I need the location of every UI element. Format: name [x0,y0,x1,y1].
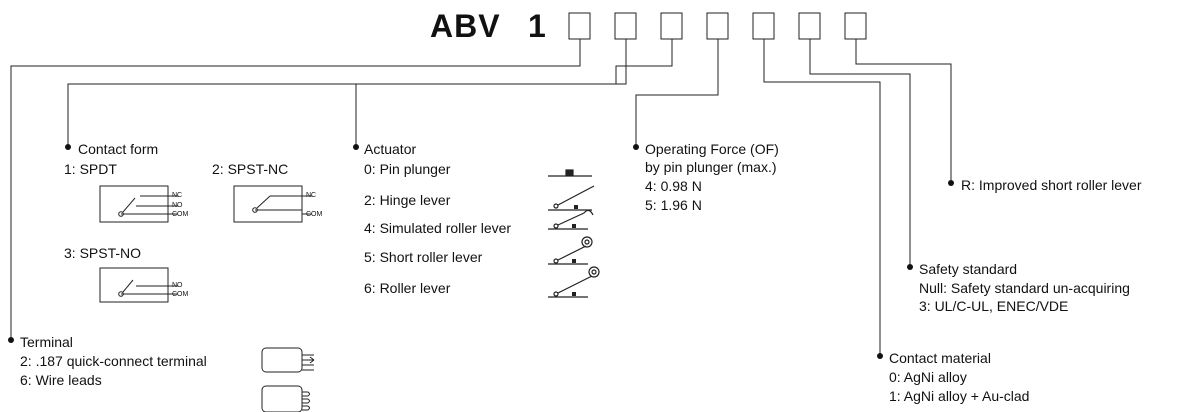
safety-standard-option-3: 3: UL/C-UL, ENEC/VDE [919,298,1069,314]
roller-option-r: R: Improved short roller lever [961,177,1142,193]
spdt-nc-label: NC [172,192,183,199]
wire-leads-icon [261,385,310,412]
simulated-roller-lever-icon [548,209,594,230]
hinge-lever-icon [548,185,595,211]
code-box-4 [706,12,729,40]
pin-plunger-icon [548,169,592,177]
safety-standard-title: Safety standard [919,261,1018,277]
roller-lever-icon [548,266,600,298]
safety-standard-option-null: Null: Safety standard un-acquiring [919,280,1130,296]
model-series: 1 [528,8,546,44]
operating-force-title: Operating Force (OF) [645,141,779,157]
spdt-com-label: COM [172,211,189,218]
code-box-6 [798,12,821,40]
leader-safety-standard [809,39,911,267]
leader-operating-force [635,39,719,147]
operating-force-option-5: 5: 1.96 N [645,197,702,213]
code-box-3 [660,12,683,40]
short-roller-lever-icon [548,236,593,265]
model-prefix: ABV [430,8,501,44]
contact-form-option-1: 1: SPDT [64,161,117,177]
leader-terminal [10,39,581,340]
leader-actuator [355,39,673,147]
actuator-option-5: 5: Short roller lever [364,249,483,265]
bullet-operating-force [633,144,639,150]
quick-connect-terminal-icon [261,347,315,373]
leader-roller [855,39,952,183]
spst-nc-nc-label: NC [306,192,317,199]
actuator-title: Actuator [364,141,417,157]
bullet-terminal [8,337,14,343]
bullet-contact-form [65,144,71,150]
operating-force-subtitle: by pin plunger (max.) [645,159,777,175]
code-box-2 [614,12,637,40]
terminal-option-2: 2: .187 quick-connect terminal [20,353,207,369]
bullet-roller [948,180,954,186]
spst-nc-com-label: COM [306,211,323,218]
actuator-option-0: 0: Pin plunger [364,161,451,177]
spst-no-no-label: NO [172,282,183,289]
terminal-title: Terminal [20,334,73,350]
spst-no-com-label: COM [172,291,189,298]
spdt-no-label: NO [172,202,183,209]
spst-no-schematic [99,267,178,303]
code-box-7 [844,12,867,40]
leader-contact-form [67,39,627,147]
terminal-option-6: 6: Wire leads [20,372,102,388]
code-box-5 [752,12,775,40]
spdt-schematic [99,185,178,223]
bullet-contact-material [877,353,883,359]
bullet-safety-standard [907,264,913,270]
operating-force-option-4: 4: 0.98 N [645,178,702,194]
code-box-1 [568,12,591,40]
bullet-actuator [353,144,359,150]
actuator-option-4: 4: Simulated roller lever [364,220,512,236]
leader-contact-material [763,39,881,356]
actuator-option-2: 2: Hinge lever [364,192,451,208]
actuator-option-6: 6: Roller lever [364,280,451,296]
contact-material-title: Contact material [889,350,991,366]
contact-material-option-1: 1: AgNi alloy + Au-clad [889,388,1030,404]
contact-form-option-2: 2: SPST-NC [212,161,289,177]
contact-form-option-3: 3: SPST-NO [64,245,142,261]
contact-material-option-0: 0: AgNi alloy [889,369,967,385]
contact-form-title: Contact form [78,141,159,157]
spst-nc-schematic [233,185,312,223]
